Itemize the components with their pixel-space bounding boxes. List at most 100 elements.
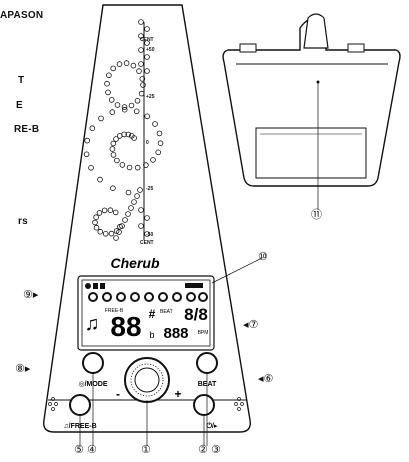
clef-dot xyxy=(110,65,116,72)
beat-label: BEAT xyxy=(198,381,217,388)
clef-dot xyxy=(144,68,150,74)
clef-dot xyxy=(126,164,133,171)
lcd-icon-2 xyxy=(93,283,98,289)
callout-2: ② xyxy=(198,443,208,456)
dial-center xyxy=(134,367,160,393)
clef-dot xyxy=(109,109,116,115)
label-re-b: RE-B xyxy=(14,124,40,135)
clef-dot xyxy=(137,187,143,193)
clef-dot xyxy=(155,149,162,156)
clef-dot xyxy=(116,61,123,67)
clef-dot xyxy=(108,230,115,237)
callout-3: ③ xyxy=(211,443,221,456)
clef-dot xyxy=(96,210,103,216)
clef-dot xyxy=(107,207,114,214)
clef-dot xyxy=(119,162,126,168)
notes-icon: ♫ xyxy=(85,313,100,335)
clef-dot xyxy=(130,62,137,69)
lcd-screen xyxy=(81,279,211,347)
dial-plus: + xyxy=(174,387,181,401)
clef-dot xyxy=(128,205,134,211)
clef-dot xyxy=(89,125,96,131)
clef-dot xyxy=(144,231,150,237)
clef-dot xyxy=(123,60,130,66)
brand-logo: Cherub xyxy=(111,255,160,271)
lcd-free-b: FREE-B xyxy=(105,308,124,314)
stand-tab-right xyxy=(347,43,365,53)
clef-dot xyxy=(108,97,115,103)
clef-dot xyxy=(93,214,99,221)
clef-dot xyxy=(98,115,104,122)
lcd-beat-label: BEAT xyxy=(160,309,173,315)
clef-dot xyxy=(136,68,142,74)
clef-dot xyxy=(109,146,116,152)
lcd-big-digits: 88 xyxy=(110,311,141,342)
stand-window xyxy=(255,127,367,179)
dial-minus: - xyxy=(116,387,120,401)
clef-dot xyxy=(125,211,131,217)
callout-9: ⑨▸ xyxy=(23,288,39,301)
lcd-tempo: 888 xyxy=(163,325,188,342)
clef-dot xyxy=(83,151,90,158)
callout-6: ◂⑥ xyxy=(258,372,274,385)
lcd-icon-3 xyxy=(100,283,105,289)
clef-dot xyxy=(121,104,128,110)
clef-dot xyxy=(134,164,141,171)
label-rs: rs xyxy=(18,216,28,227)
clef-dot xyxy=(110,140,117,147)
clef-dot xyxy=(122,217,128,223)
clef-dot xyxy=(110,152,117,158)
free-b-button[interactable] xyxy=(69,394,91,416)
speaker-right xyxy=(234,397,244,411)
clef-dot xyxy=(84,137,90,144)
clef-dot xyxy=(97,228,104,235)
clef-dot xyxy=(114,157,120,164)
clef-dot xyxy=(150,157,156,163)
clef-dot xyxy=(138,61,144,67)
label-t: T xyxy=(18,75,25,86)
clef-dot xyxy=(110,185,116,192)
beat-button[interactable] xyxy=(196,352,218,374)
lcd-flat: b xyxy=(149,330,154,340)
clef-dot xyxy=(97,176,103,183)
clef-dot xyxy=(157,140,164,147)
clef-dot xyxy=(156,130,163,137)
callout-8: ⑧▸ xyxy=(15,362,31,375)
power-button[interactable] xyxy=(193,394,215,416)
label-diapason: APASON xyxy=(0,10,44,21)
speaker-left xyxy=(48,397,58,411)
clef-dot xyxy=(112,209,119,216)
clef-dot xyxy=(101,207,108,214)
clef-dot xyxy=(102,231,109,237)
callout-5: ⑤ xyxy=(74,443,84,456)
stand-hook xyxy=(303,13,329,49)
leader-10 xyxy=(211,257,263,284)
lcd-sharp: # xyxy=(149,307,156,321)
clef-dot xyxy=(128,102,135,109)
clef-dot xyxy=(121,131,127,138)
treble-clef-dots xyxy=(83,19,164,241)
clef-dot xyxy=(140,82,146,88)
clef-dot xyxy=(139,76,146,82)
clef-dot xyxy=(133,108,140,115)
clef-dot xyxy=(134,193,140,199)
clef-dot xyxy=(138,47,144,53)
clef-dot xyxy=(144,26,150,32)
clef-dot xyxy=(138,223,144,229)
power-label: ⏻/▸ xyxy=(207,422,218,430)
clef-dot xyxy=(121,106,128,113)
callout-4: ④ xyxy=(87,443,97,456)
clef-dot xyxy=(144,113,151,120)
clef-dot xyxy=(113,228,120,234)
callout-1: ① xyxy=(141,443,151,456)
clef-dot xyxy=(117,223,123,230)
scale-mark: -50 xyxy=(146,232,154,238)
clef-dot xyxy=(144,54,150,60)
scale-mark: -25 xyxy=(146,186,154,192)
clef-dot xyxy=(152,121,158,127)
mode-button[interactable] xyxy=(82,352,104,374)
clef-dot xyxy=(114,102,121,108)
clef-dot xyxy=(92,219,98,226)
stand-tab-left xyxy=(239,43,257,53)
